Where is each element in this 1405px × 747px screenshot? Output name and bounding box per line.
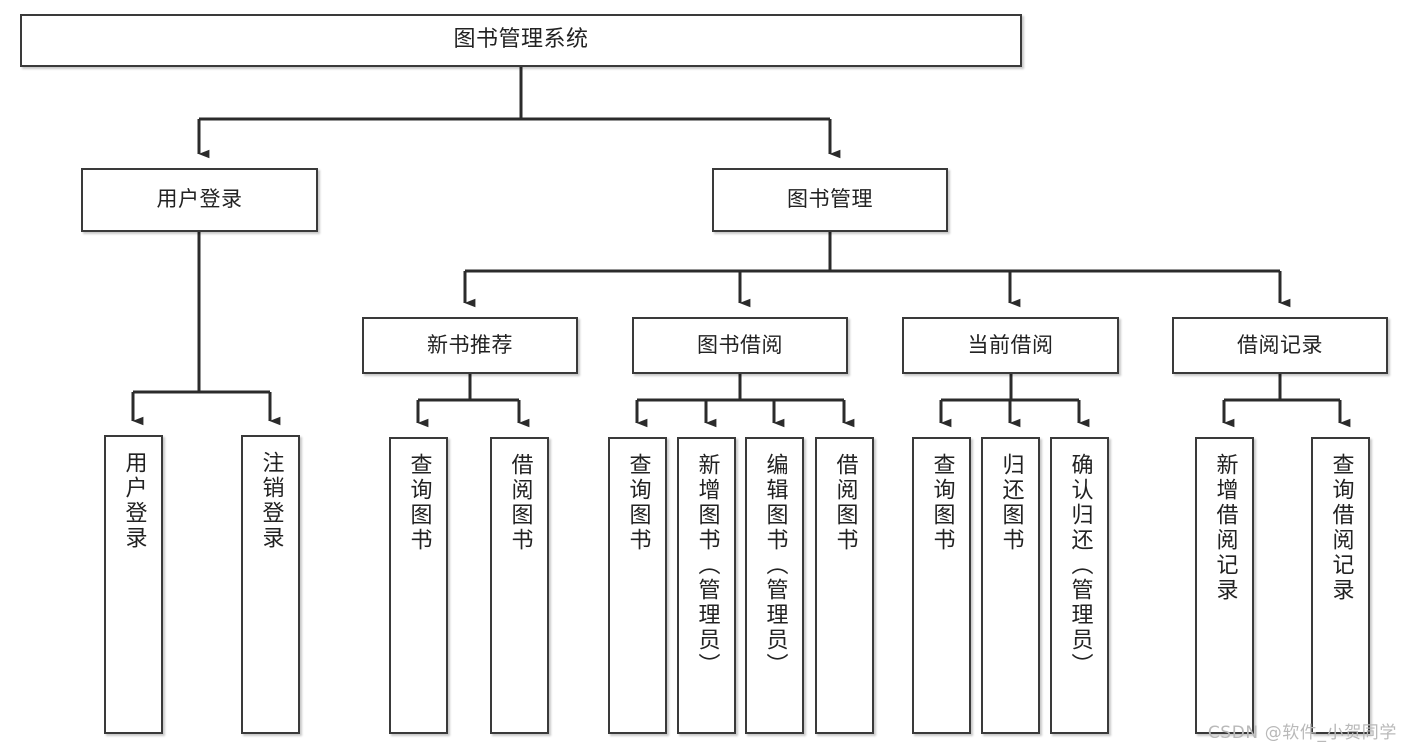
leaf-record-add-borrow-record[interactable]: 新增借阅记录	[1195, 437, 1254, 734]
leaf-record-query-borrow-record[interactable]: 查询借阅记录	[1311, 437, 1370, 734]
node-label: 编辑图书（管理员）	[762, 453, 788, 678]
leaf-current-query-book[interactable]: 查询图书	[912, 437, 971, 734]
node-book-borrow[interactable]: 图书借阅	[632, 317, 848, 374]
node-current-borrow[interactable]: 当前借阅	[902, 317, 1119, 374]
node-label: 新增借阅记录	[1212, 453, 1238, 603]
node-label: 图书管理系统	[453, 27, 589, 53]
leaf-user-login-login[interactable]: 用户登录	[104, 435, 163, 734]
node-borrow-record[interactable]: 借阅记录	[1172, 317, 1388, 374]
node-label: 查询借阅记录	[1328, 453, 1354, 603]
node-label: 当前借阅	[967, 332, 1054, 357]
node-label: 查询图书	[929, 453, 955, 553]
node-label: 借阅图书	[832, 453, 858, 553]
node-root-book-management-system[interactable]: 图书管理系统	[20, 14, 1022, 67]
node-new-book-recommend[interactable]: 新书推荐	[362, 317, 578, 374]
node-label: 确认归还（管理员）	[1067, 453, 1093, 678]
node-label: 归还图书	[998, 453, 1024, 553]
leaf-borrow-query-book[interactable]: 查询图书	[608, 437, 667, 734]
node-label: 注销登录	[258, 451, 284, 551]
leaf-borrow-edit-book-admin[interactable]: 编辑图书（管理员）	[745, 437, 804, 734]
leaf-new-book-borrow-book[interactable]: 借阅图书	[490, 437, 549, 734]
node-user-login[interactable]: 用户登录	[81, 168, 318, 232]
node-label: 新书推荐	[427, 332, 513, 357]
node-label: 借阅图书	[507, 453, 533, 553]
leaf-current-return-book[interactable]: 归还图书	[981, 437, 1040, 734]
node-label: 用户登录	[156, 187, 243, 212]
node-label: 新增图书（管理员）	[694, 453, 720, 678]
leaf-borrow-borrow-book[interactable]: 借阅图书	[815, 437, 874, 734]
node-label: 用户登录	[121, 451, 147, 551]
node-label: 图书管理	[787, 187, 873, 212]
leaf-current-confirm-return-admin[interactable]: 确认归还（管理员）	[1050, 437, 1109, 734]
node-label: 查询图书	[625, 453, 651, 553]
node-label: 借阅记录	[1237, 332, 1323, 357]
leaf-user-login-logout[interactable]: 注销登录	[241, 435, 300, 734]
leaf-borrow-add-book-admin[interactable]: 新增图书（管理员）	[677, 437, 736, 734]
node-label: 查询图书	[406, 453, 432, 553]
leaf-new-book-query-book[interactable]: 查询图书	[389, 437, 448, 734]
node-book-management[interactable]: 图书管理	[712, 168, 948, 232]
node-label: 图书借阅	[697, 332, 783, 357]
